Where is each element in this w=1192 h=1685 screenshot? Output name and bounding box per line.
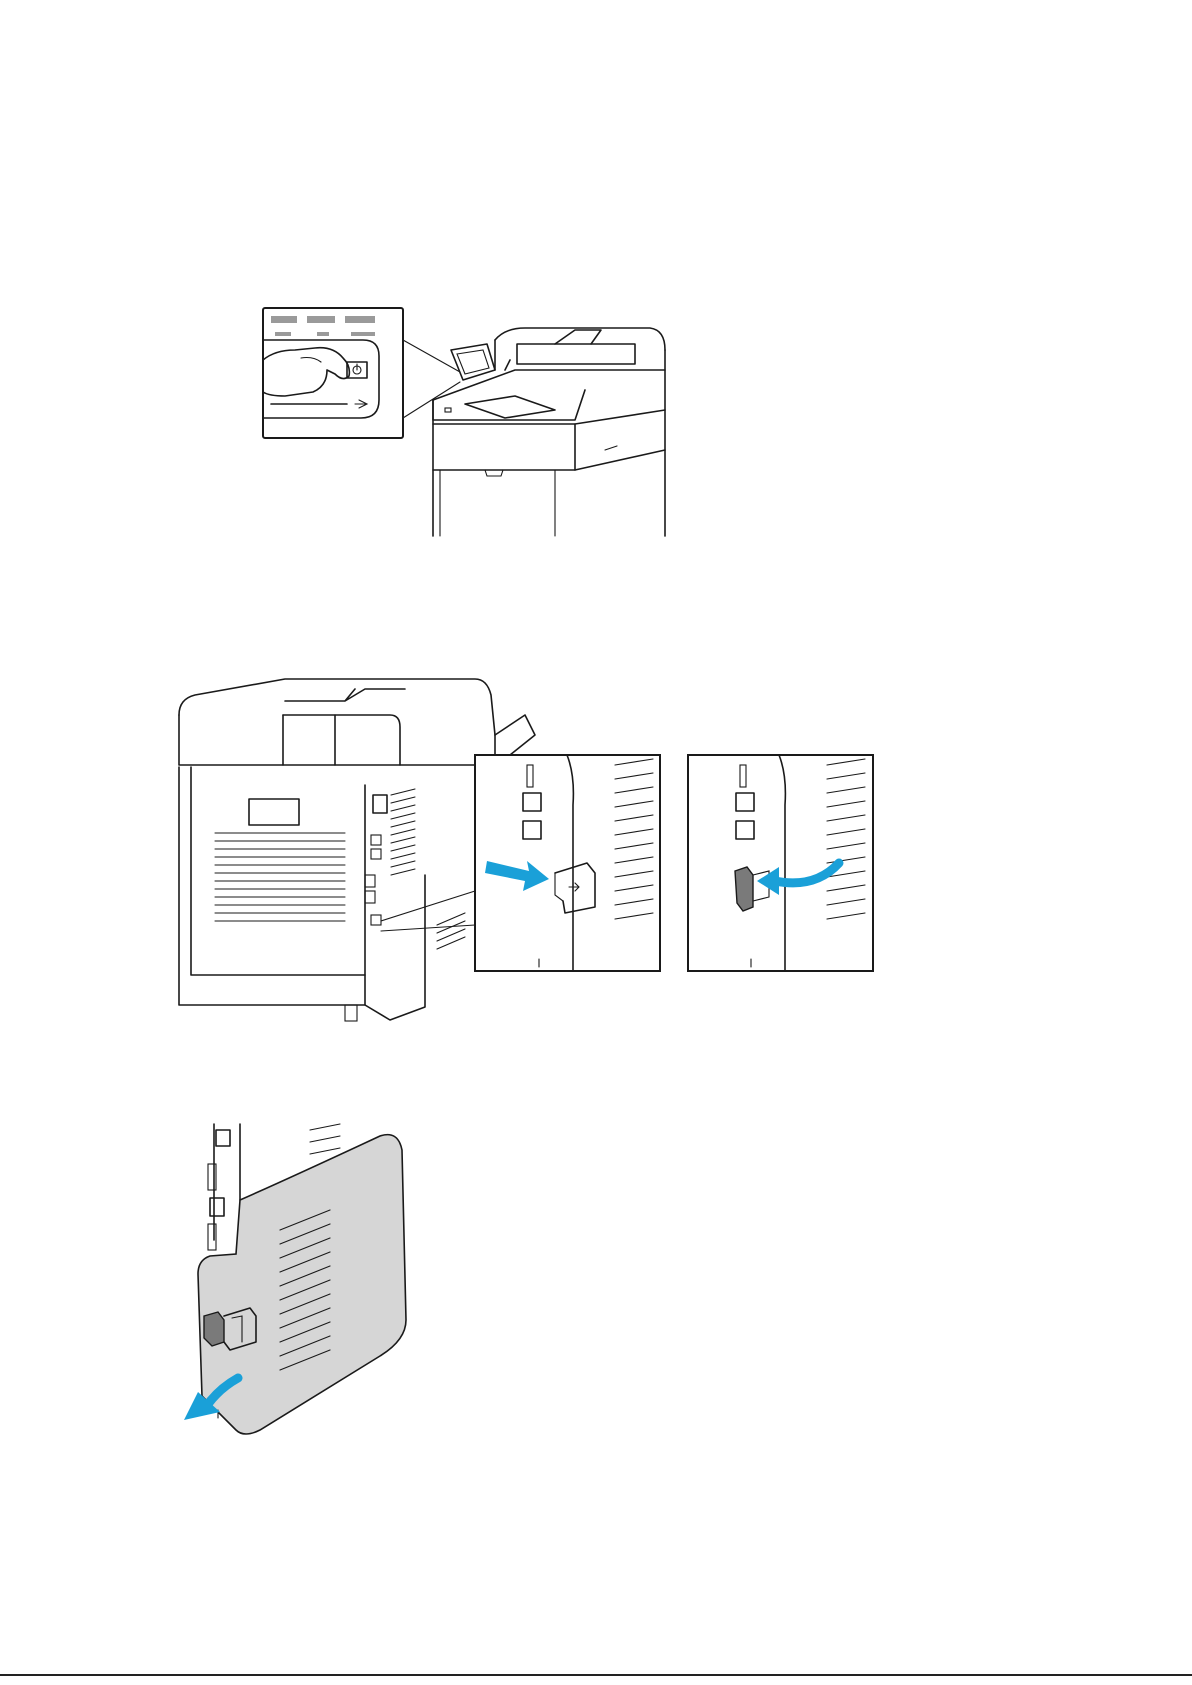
rear-cover-release-illustration-icon <box>175 675 955 1055</box>
figure-power-button <box>255 300 685 540</box>
figure-side-cover-removal <box>180 1120 440 1450</box>
power-button-press-illustration-icon <box>255 300 685 540</box>
page-footer-rule <box>0 1674 1192 1676</box>
side-cover-removal-illustration-icon <box>180 1120 440 1450</box>
figure-rear-cover-release <box>175 675 955 1055</box>
